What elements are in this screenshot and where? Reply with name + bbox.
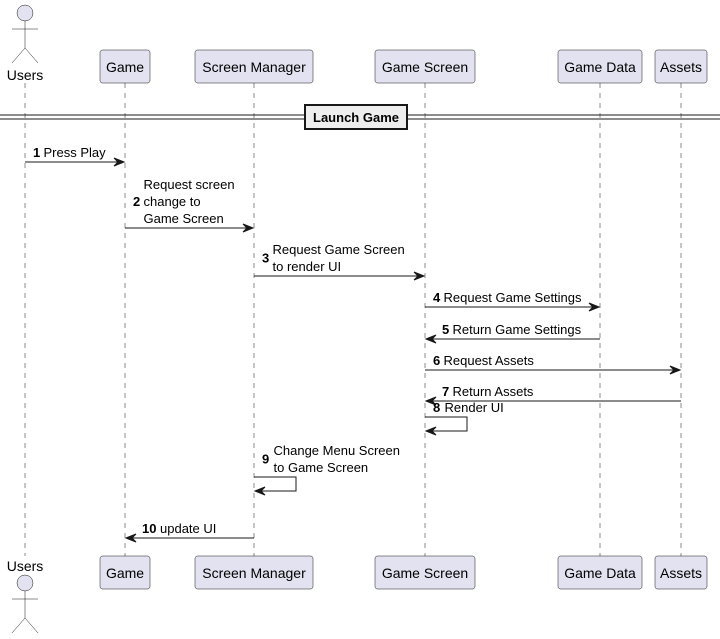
arrowhead: [669, 365, 682, 375]
message-label: Request Game Screen: [273, 242, 405, 257]
participants-bottom: Users Game Screen Manager Game Screen Game D…: [7, 555, 708, 634]
lifelines: [24, 83, 682, 556]
participant-assets-top: Assets: [654, 49, 708, 84]
message-3: 3 Request Game Screen to render UI: [254, 242, 426, 281]
participant-label: Assets: [660, 565, 702, 581]
message-label: Game Screen: [144, 211, 224, 226]
participant-screen_manager-bottom: Screen Manager: [194, 555, 314, 590]
message-label: Render UI: [445, 400, 504, 415]
arrowhead: [242, 223, 255, 233]
message-9: 9 Change Menu Screen to Game Screen: [253, 443, 400, 496]
message-7: 7 Return Assets: [424, 384, 681, 406]
message-label: Change Menu Screen: [274, 443, 400, 458]
messages: 1 Press Play 2 Request screen change to Game …: [25, 145, 682, 543]
message-line: [425, 416, 468, 432]
message-line: [254, 476, 297, 492]
message-label: Request Game Settings: [444, 290, 583, 305]
message-number: 8: [433, 400, 440, 415]
message-number: 5: [442, 322, 449, 337]
message-5: 5 Return Game Settings: [424, 322, 600, 344]
actor-icon: [11, 574, 39, 634]
arrowhead: [424, 396, 437, 406]
participant-box: [557, 555, 643, 590]
message-number: 3: [262, 251, 269, 266]
participant-label: Users: [7, 558, 44, 574]
message-number: 10: [142, 521, 156, 536]
participant-box: [654, 49, 708, 84]
participant-label: Game: [106, 59, 144, 75]
arrowhead: [124, 533, 137, 543]
divider-label: Launch Game: [313, 110, 399, 125]
participant-game_data-top: Game Data: [557, 49, 643, 84]
message-1: 1 Press Play: [25, 145, 126, 167]
arrowhead: [588, 302, 601, 312]
participant-game-top: Game: [99, 49, 151, 84]
arrowhead: [113, 157, 126, 167]
message-label: update UI: [160, 521, 216, 536]
participant-label: Game Screen: [382, 59, 468, 75]
participant-game_screen-bottom: Game Screen: [374, 555, 476, 590]
message-6: 6 Request Assets: [425, 353, 682, 375]
participant-assets-bottom: Assets: [654, 555, 708, 590]
message-label: Return Assets: [453, 384, 534, 399]
participant-label: Game Data: [564, 565, 636, 581]
message-number: 1: [33, 145, 40, 160]
message-8: 8 Render UI: [424, 400, 504, 436]
participant-box: [374, 555, 476, 590]
message-number: 4: [433, 290, 441, 305]
participant-label: Game: [106, 565, 144, 581]
participant-label: Screen Manager: [202, 565, 306, 581]
participant-box: [194, 49, 314, 84]
participant-box: [654, 555, 708, 590]
message-label: Request screen: [144, 177, 235, 192]
participant-game_data-bottom: Game Data: [557, 555, 643, 590]
message-10: 10 update UI: [124, 521, 254, 543]
participant-label: Game Data: [564, 59, 636, 75]
message-2: 2 Request screen change to Game Screen: [125, 177, 255, 233]
message-number: 7: [442, 384, 449, 399]
participant-box: [99, 49, 151, 84]
participant-label: Assets: [660, 59, 702, 75]
launch-game-divider: Launch Game: [0, 104, 720, 130]
participant-box: [374, 49, 476, 84]
message-label: Return Game Settings: [453, 322, 582, 337]
participant-screen_manager-top: Screen Manager: [194, 49, 314, 84]
arrowhead: [424, 426, 437, 436]
participant-label: Users: [7, 67, 44, 83]
arrowhead: [253, 486, 266, 496]
actor-icon: [11, 4, 39, 64]
participants-top: Users Game Screen Manager Game Screen Game D…: [7, 4, 708, 84]
actor-users-bottom: Users: [7, 558, 44, 634]
message-label: to Game Screen: [274, 460, 369, 475]
message-number: 6: [433, 353, 440, 368]
message-label: Press Play: [44, 145, 107, 160]
message-number: 9: [262, 452, 269, 467]
participant-game_screen-top: Game Screen: [374, 49, 476, 84]
arrowhead: [424, 334, 437, 344]
divider-box: [304, 104, 408, 130]
participant-label: Game Screen: [382, 565, 468, 581]
participant-box: [99, 555, 151, 590]
arrowhead: [413, 271, 426, 281]
participant-label: Screen Manager: [202, 59, 306, 75]
participant-box: [194, 555, 314, 590]
participant-game-bottom: Game: [99, 555, 151, 590]
actor-users-top: Users: [7, 4, 44, 83]
participant-box: [557, 49, 643, 84]
message-label: to render UI: [273, 259, 342, 274]
message-label: change to: [144, 194, 201, 209]
message-number: 2: [133, 194, 140, 209]
message-label: Request Assets: [444, 353, 535, 368]
